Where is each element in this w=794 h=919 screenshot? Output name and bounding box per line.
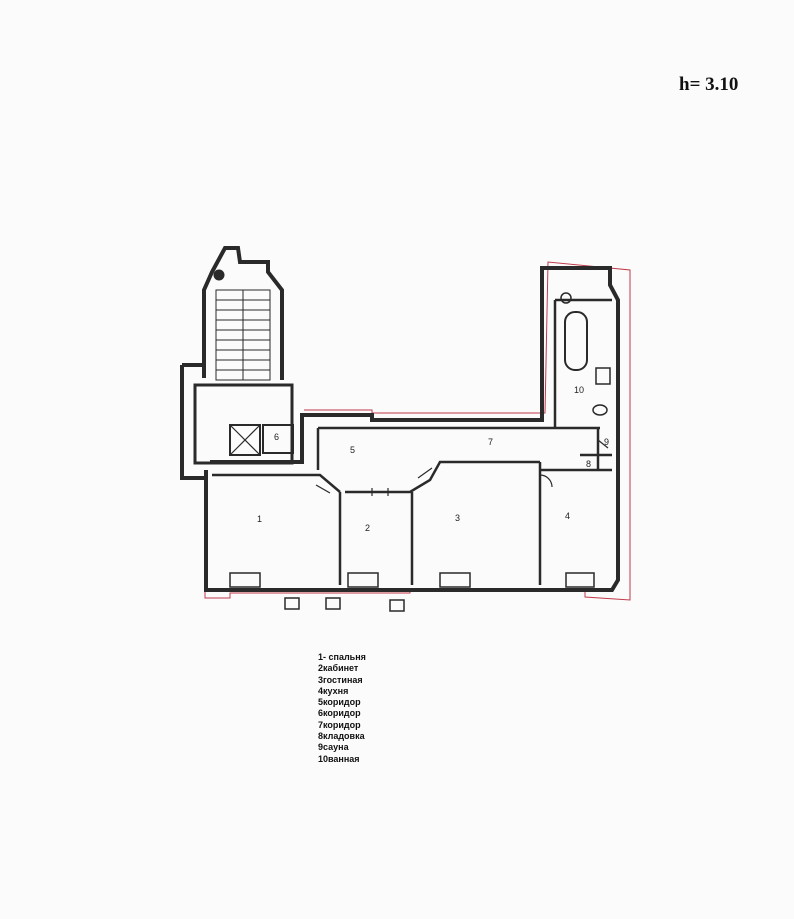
- legend-item: 2кабинет: [318, 663, 359, 674]
- doors: [315, 439, 609, 496]
- room-legend: 1- спальня 2кабинет 3гостиная 4кухня 5ко…: [318, 652, 366, 765]
- legend-item: 6коридор: [318, 708, 361, 719]
- room-number-9: 9: [604, 437, 609, 447]
- stair-landing: [193, 383, 294, 465]
- room-number-3: 3: [455, 513, 460, 523]
- ceiling-height-label: h= 3.10: [679, 74, 739, 95]
- room-number-4: 4: [565, 511, 570, 521]
- room-number-10: 10: [574, 385, 584, 395]
- room-number-5: 5: [350, 445, 355, 455]
- apartment-boundary-line: [204, 261, 631, 601]
- room-number-8: 8: [586, 459, 591, 469]
- windows: [229, 572, 595, 612]
- bathroom-fixtures: [560, 292, 611, 416]
- legend-item: 9сауна: [318, 742, 349, 753]
- room-number-6: 6: [274, 432, 279, 442]
- legend-item: 4кухня: [318, 685, 349, 696]
- room-number-1: 1: [257, 514, 262, 524]
- legend-item: 3гостиная: [318, 674, 363, 685]
- legend-item: 5коридор: [318, 697, 361, 708]
- room-number-7: 7: [488, 437, 493, 447]
- legend-item: 10ванная: [318, 753, 360, 764]
- staircase: [213, 269, 271, 381]
- interior-walls: [212, 298, 612, 585]
- legend-item: 1- спальня: [318, 652, 366, 662]
- outer-walls: [180, 246, 620, 592]
- room-numbers: 1 2 3 4 5 6 7 8 9 10: [257, 385, 609, 533]
- room-number-2: 2: [365, 523, 370, 533]
- legend-item: 7коридор: [318, 719, 361, 730]
- legend-item: 8кладовка: [318, 731, 365, 742]
